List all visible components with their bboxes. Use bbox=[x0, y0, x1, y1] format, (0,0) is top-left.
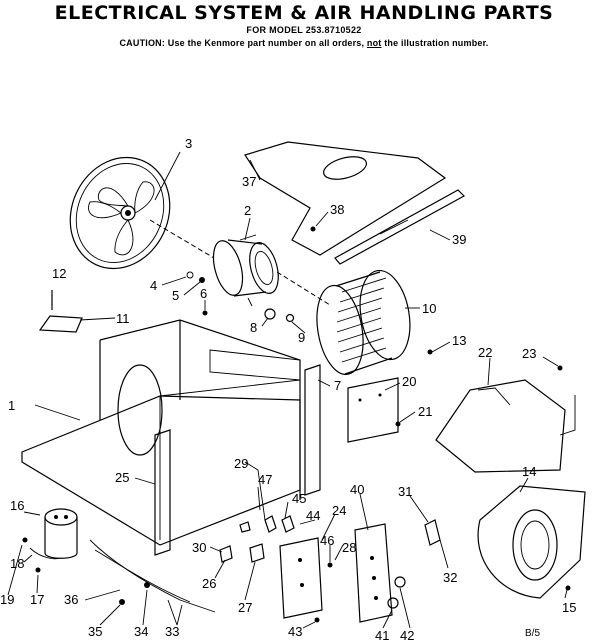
callout-34: 34 bbox=[134, 624, 148, 639]
callout-42: 42 bbox=[400, 628, 414, 643]
callout-27: 27 bbox=[238, 600, 252, 615]
callout-5: 5 bbox=[172, 288, 179, 303]
callout-29: 29 bbox=[234, 456, 248, 471]
callout-38: 38 bbox=[330, 202, 344, 217]
caution-text-start: CAUTION: Use the Kenmore part number on … bbox=[119, 38, 367, 48]
callout-17: 17 bbox=[30, 592, 44, 607]
callout-12: 12 bbox=[52, 266, 66, 281]
air-deflector-panel bbox=[435, 379, 566, 473]
wiring-harness bbox=[29, 539, 216, 613]
blower-wheel-icon bbox=[316, 269, 411, 376]
callout-47: 47 bbox=[258, 472, 272, 487]
callout-10: 10 bbox=[422, 301, 436, 316]
callout-36: 36 bbox=[64, 592, 78, 607]
callout-13: 13 bbox=[452, 333, 466, 348]
callout-31: 31 bbox=[398, 484, 412, 499]
caution-note: CAUTION: Use the Kenmore part number on … bbox=[0, 38, 608, 48]
page-mark: B/5 bbox=[525, 628, 540, 639]
callout-24: 24 bbox=[332, 503, 346, 518]
callout-44: 44 bbox=[306, 508, 320, 523]
callout-41: 41 bbox=[375, 628, 389, 643]
callout-14: 14 bbox=[522, 464, 536, 479]
callout-15: 15 bbox=[562, 600, 576, 615]
callout-33: 33 bbox=[165, 624, 179, 639]
callout-40: 40 bbox=[350, 482, 364, 497]
callout-2: 2 bbox=[244, 203, 251, 218]
callout-37: 37 bbox=[242, 174, 256, 189]
callout-9: 9 bbox=[298, 330, 305, 345]
model-subtitle: FOR MODEL 253.8710522 bbox=[246, 25, 362, 35]
page-title: ELECTRICAL SYSTEM & AIR HANDLING PARTS bbox=[54, 2, 554, 24]
callout-19: 19 bbox=[0, 592, 14, 607]
switch-plate bbox=[279, 537, 323, 619]
capacitor-icon bbox=[44, 508, 78, 559]
control-panel bbox=[354, 523, 393, 623]
callout-20: 20 bbox=[402, 374, 416, 389]
callout-28: 28 bbox=[342, 540, 356, 555]
bracket-part bbox=[38, 290, 83, 333]
hardware-fasteners bbox=[22, 226, 571, 623]
leader-lines bbox=[7, 151, 576, 629]
callout-3: 3 bbox=[185, 136, 192, 151]
callout-16: 16 bbox=[10, 498, 24, 513]
callout-4: 4 bbox=[150, 278, 157, 293]
selector-switch bbox=[424, 519, 441, 546]
callout-35: 35 bbox=[88, 624, 102, 639]
fan-blade-icon bbox=[69, 156, 171, 270]
callout-1: 1 bbox=[8, 398, 15, 413]
support-rail bbox=[334, 189, 465, 265]
callout-23: 23 bbox=[522, 346, 536, 361]
motor-icon bbox=[149, 219, 331, 307]
cabinet-housing bbox=[21, 319, 321, 556]
callout-25: 25 bbox=[115, 470, 129, 485]
callout-26: 26 bbox=[202, 576, 216, 591]
callout-46: 46 bbox=[320, 533, 334, 548]
callout-32: 32 bbox=[443, 570, 457, 585]
callout-22: 22 bbox=[478, 345, 492, 360]
top-cover-panel bbox=[244, 141, 447, 256]
callout-7: 7 bbox=[334, 378, 341, 393]
caution-text-end: the illustration number. bbox=[381, 38, 489, 48]
callout-6: 6 bbox=[200, 286, 207, 301]
caution-emphasis: not bbox=[366, 38, 382, 48]
callout-43: 43 bbox=[288, 624, 302, 639]
blower-housing-icon bbox=[477, 485, 586, 599]
callout-18: 18 bbox=[10, 556, 24, 571]
callout-30: 30 bbox=[192, 540, 206, 555]
callout-39: 39 bbox=[452, 232, 466, 247]
callout-labels: 1 2 3 4 5 6 7 8 9 10 11 12 13 14 15 16 1… bbox=[0, 136, 576, 643]
callout-45: 45 bbox=[292, 491, 306, 506]
mounting-plate bbox=[347, 377, 399, 443]
callout-21: 21 bbox=[418, 404, 432, 419]
callout-11: 11 bbox=[116, 311, 130, 326]
callout-8: 8 bbox=[250, 320, 257, 335]
